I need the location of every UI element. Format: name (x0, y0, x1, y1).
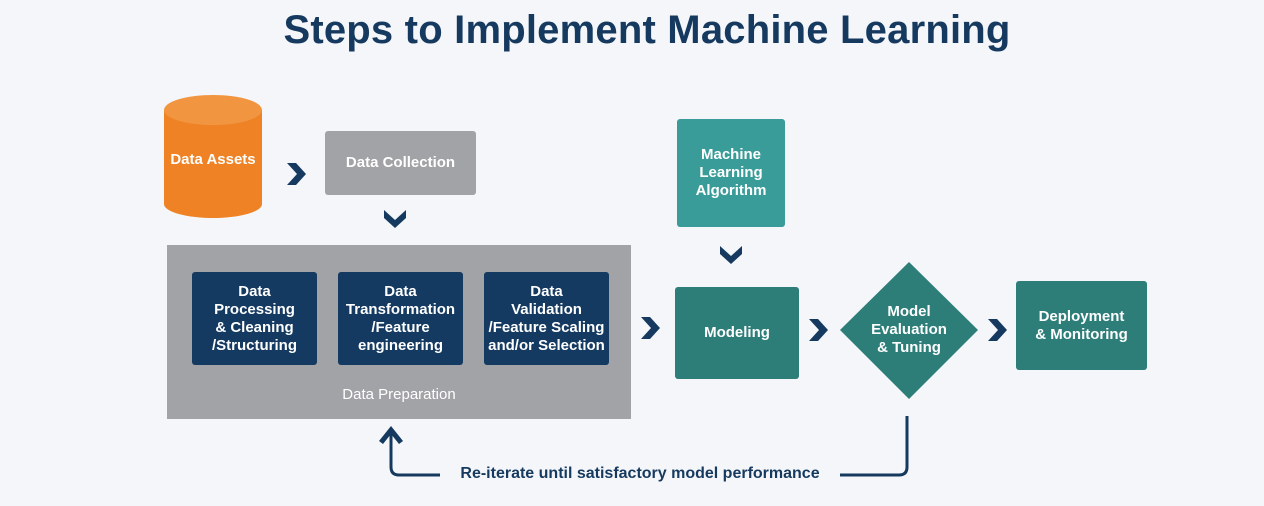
chevron-right-icon (809, 319, 828, 341)
chevron-down-icon (720, 246, 742, 264)
feedback-text: Re-iterate until satisfactory model perf… (460, 465, 820, 482)
feedback-line-right (840, 416, 909, 477)
chevron-right-icon (988, 319, 1007, 341)
chevron-right-icon (287, 163, 306, 185)
data-processing-box: Data Processing & Cleaning /Structuring (192, 272, 317, 365)
chevron-down-icon (384, 210, 406, 228)
data-transformation-box: Data Transformation /Feature engineering (338, 272, 463, 365)
chevron-right-icon (641, 317, 660, 339)
ml-algorithm-box: Machine Learning Algorithm (677, 119, 785, 227)
feedback-line-left (389, 432, 440, 477)
deployment-box: Deployment & Monitoring (1016, 281, 1147, 370)
data-validation-box: Data Validation /Feature Scaling and/or … (484, 272, 609, 365)
data-assets-label: Data Assets (170, 151, 256, 168)
data-preparation-label: Data Preparation (342, 386, 456, 403)
model-evaluation-label: Model Evaluation & Tuning (871, 303, 947, 356)
up-arrow-icon (379, 426, 403, 444)
page-title: Steps to Implement Machine Learning (283, 8, 1011, 52)
modeling-box: Modeling (675, 287, 799, 379)
data-collection-box: Data Collection (325, 131, 476, 195)
